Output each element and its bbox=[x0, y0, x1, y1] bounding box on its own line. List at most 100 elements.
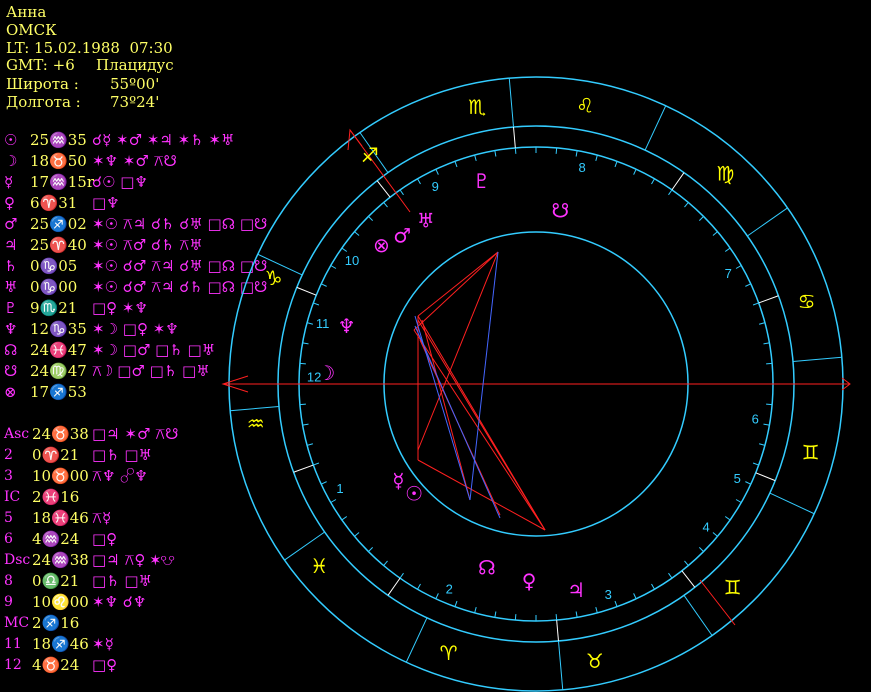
aspect-line-blue bbox=[414, 325, 501, 519]
aspect-line-red bbox=[417, 459, 546, 531]
planet-glyph: ☉ bbox=[405, 482, 423, 506]
degree-tick bbox=[435, 593, 439, 600]
planet-aspects: ✶☉ ⚻♂ ☌♄ ⚻♅ bbox=[92, 236, 203, 254]
ic-axis bbox=[699, 579, 736, 626]
latitude-value: 55º00' bbox=[110, 75, 160, 93]
planet-glyph: ♀ bbox=[522, 569, 537, 593]
degree-tick bbox=[320, 283, 327, 287]
house-position: 24♉38 bbox=[32, 425, 89, 443]
sign-divider bbox=[230, 405, 280, 412]
degree-tick bbox=[354, 231, 360, 236]
sign-divider bbox=[644, 105, 667, 151]
degree-tick bbox=[399, 189, 404, 196]
planet-position: 24♍47 bbox=[30, 362, 87, 380]
planet-symbol: ☊ bbox=[4, 341, 18, 359]
aspect-line-red bbox=[417, 251, 499, 451]
house-position: 4♒24 bbox=[32, 530, 80, 548]
zodiac-sign-glyph: ♏ bbox=[468, 95, 486, 119]
house-symbol: Dsc bbox=[4, 552, 31, 568]
house-number: 5 bbox=[734, 471, 741, 486]
degree-tick bbox=[435, 168, 439, 175]
degree-tick bbox=[494, 150, 497, 157]
house-symbol: Asc bbox=[4, 426, 30, 442]
degree-tick bbox=[724, 516, 731, 521]
chart-name: Анна bbox=[6, 3, 47, 21]
sign-divider bbox=[284, 531, 325, 561]
sign-divider bbox=[769, 492, 815, 515]
planet-aspects: □♆ bbox=[92, 194, 120, 212]
house-aspects: □♄ □♅ bbox=[92, 572, 153, 590]
planet-glyph: ♂ bbox=[393, 223, 411, 247]
planet-glyph: ☊ bbox=[478, 556, 496, 580]
planet-position: 18♉50 bbox=[30, 152, 87, 170]
degree-tick bbox=[555, 147, 558, 154]
planet-aspects: ☌☉ □♆ bbox=[92, 173, 148, 191]
house-number: 3 bbox=[605, 587, 612, 602]
planet-position: 25♐02 bbox=[30, 215, 87, 233]
degree-tick bbox=[752, 462, 759, 466]
longitude-value: 73º24' bbox=[110, 93, 160, 111]
planet-symbol: ⊗ bbox=[4, 383, 17, 401]
zodiac-sign-glyph: ♒ bbox=[247, 411, 265, 435]
planet-glyph: ☿ bbox=[392, 468, 404, 492]
planet-position: 6♈31 bbox=[30, 194, 78, 212]
zodiac-sign-glyph: ♉ bbox=[586, 649, 604, 673]
degree-tick bbox=[302, 423, 309, 426]
degree-tick bbox=[302, 342, 309, 345]
aspect-line-red bbox=[417, 319, 546, 531]
planet-symbol: ♄ bbox=[4, 257, 18, 275]
degree-tick bbox=[368, 216, 374, 222]
degree-tick bbox=[712, 532, 718, 537]
house-symbol: MC bbox=[4, 615, 30, 631]
aspect-line-red bbox=[413, 329, 546, 531]
house-number: 8 bbox=[579, 160, 586, 175]
aspect-line-red bbox=[413, 251, 499, 331]
degree-tick bbox=[313, 462, 320, 466]
planet-aspects: ☌☿ ✶♂ ✶♃ ✶♄ ✶♅ bbox=[92, 131, 235, 149]
house-number: 10 bbox=[345, 253, 359, 268]
degree-tick bbox=[368, 546, 374, 552]
house-cusp bbox=[758, 295, 779, 304]
planet-position: 0♑00 bbox=[30, 278, 78, 296]
house-symbol: 9 bbox=[4, 594, 13, 610]
aspect-line-red bbox=[421, 319, 471, 501]
chart-city: ОМСК bbox=[6, 21, 57, 39]
degree-tick bbox=[735, 499, 742, 503]
degree-tick bbox=[454, 161, 458, 168]
degree-tick bbox=[306, 322, 314, 325]
aspect-line-red bbox=[417, 251, 499, 317]
sign-divider bbox=[257, 253, 303, 276]
degree-tick bbox=[614, 161, 618, 168]
degree-tick bbox=[698, 216, 704, 222]
longitude-label: Долгота : bbox=[6, 93, 81, 111]
house-symbol: 8 bbox=[4, 573, 13, 589]
degree-tick bbox=[724, 247, 731, 252]
sign-divider bbox=[359, 132, 389, 173]
house-symbol: 3 bbox=[4, 468, 13, 484]
degree-tick bbox=[383, 202, 388, 208]
planet-position: 25♈40 bbox=[30, 236, 87, 254]
house-symbol: 5 bbox=[4, 510, 13, 526]
house-symbol: 6 bbox=[4, 531, 13, 547]
degree-tick bbox=[633, 593, 637, 600]
house-position: 0♎21 bbox=[32, 572, 80, 590]
planet-glyph: ♇ bbox=[473, 169, 491, 193]
planet-symbol: ♇ bbox=[4, 299, 18, 317]
degree-tick bbox=[341, 247, 348, 252]
house-cusp bbox=[681, 570, 696, 588]
planet-glyph: ♃ bbox=[567, 578, 585, 602]
degree-tick bbox=[555, 614, 558, 621]
degree-tick bbox=[417, 583, 421, 590]
dsc-marker bbox=[841, 377, 851, 391]
planet-aspects: ✶♆ ✶♂ ⚻☋ bbox=[92, 152, 177, 170]
degree-tick bbox=[651, 583, 655, 590]
planet-position: 24♓47 bbox=[30, 341, 87, 359]
sign-divider bbox=[683, 595, 713, 636]
asc-arrow bbox=[221, 375, 249, 393]
house-symbol: IC bbox=[4, 489, 21, 505]
house-system: Плацидус bbox=[96, 56, 174, 74]
degree-tick bbox=[514, 614, 517, 621]
planet-position: 17♐53 bbox=[30, 383, 87, 401]
degree-tick bbox=[575, 611, 578, 618]
